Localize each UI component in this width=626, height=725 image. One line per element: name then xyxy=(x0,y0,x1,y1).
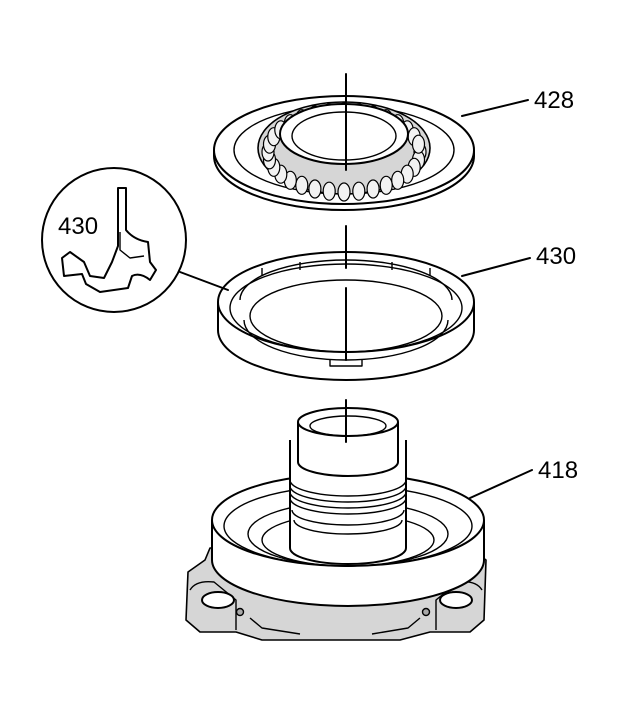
selective-ring-430 xyxy=(217,251,475,381)
bearing-roller xyxy=(391,170,405,190)
bearing-roller xyxy=(411,134,426,154)
detail-callout-430: 430 xyxy=(58,213,98,240)
leader-line-418 xyxy=(469,469,533,499)
bearing-roller xyxy=(352,181,366,201)
bearing-roller xyxy=(322,181,336,201)
leader-line-430 xyxy=(461,257,531,277)
bearing-roller xyxy=(366,179,380,199)
bearing-roller xyxy=(337,182,351,202)
bearing-roller xyxy=(295,175,309,195)
callout-418: 418 xyxy=(538,457,578,484)
callout-430: 430 xyxy=(536,243,576,270)
detail-leader-line xyxy=(179,271,229,291)
leader-line-428 xyxy=(461,99,529,117)
bearing-roller xyxy=(379,175,393,195)
support-housing-418 xyxy=(185,407,487,641)
callout-428: 428 xyxy=(534,87,574,114)
detail-view-430 xyxy=(41,167,229,313)
bearing-roller xyxy=(308,179,322,199)
thrust-bearing-428 xyxy=(213,95,475,211)
